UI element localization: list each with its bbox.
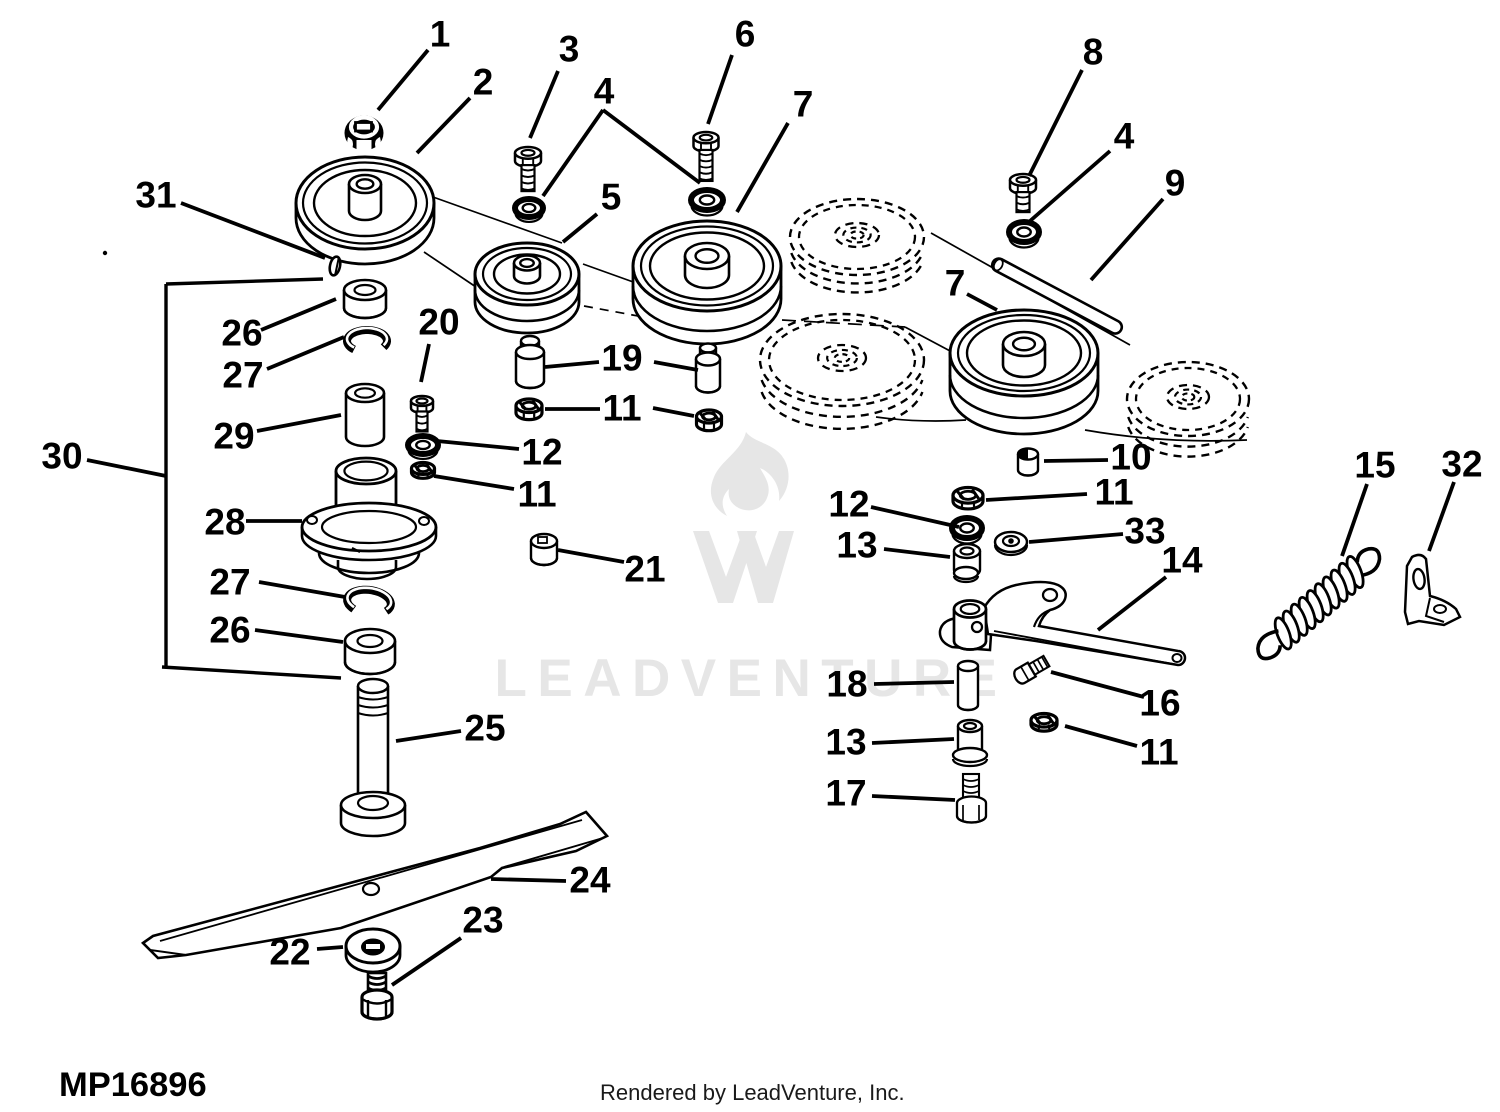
svg-text:27: 27 — [209, 561, 250, 602]
svg-text:13: 13 — [836, 524, 877, 565]
svg-text:11: 11 — [517, 473, 556, 514]
svg-text:23: 23 — [462, 899, 503, 940]
svg-text:33: 33 — [1124, 510, 1165, 551]
svg-text:5: 5 — [601, 176, 622, 217]
svg-text:21: 21 — [624, 548, 665, 589]
svg-text:6: 6 — [735, 13, 756, 54]
svg-text:24: 24 — [569, 859, 611, 900]
svg-text:4: 4 — [594, 70, 615, 111]
svg-text:3: 3 — [559, 28, 580, 69]
svg-text:20: 20 — [418, 301, 459, 342]
svg-text:14: 14 — [1161, 539, 1203, 580]
svg-text:32: 32 — [1441, 443, 1482, 484]
svg-text:16: 16 — [1139, 682, 1180, 723]
svg-text:27: 27 — [222, 354, 263, 395]
svg-text:9: 9 — [1165, 162, 1186, 203]
svg-text:26: 26 — [209, 609, 250, 650]
svg-text:29: 29 — [213, 415, 254, 456]
svg-text:13: 13 — [825, 721, 866, 762]
svg-text:30: 30 — [41, 435, 82, 476]
svg-text:10: 10 — [1110, 436, 1151, 477]
svg-text:LEADVENTURE: LEADVENTURE — [494, 649, 1007, 708]
svg-text:18: 18 — [826, 663, 867, 704]
svg-text:11: 11 — [602, 387, 641, 428]
svg-text:12: 12 — [521, 431, 562, 472]
svg-text:28: 28 — [204, 501, 245, 542]
svg-text:11: 11 — [1139, 731, 1178, 772]
svg-text:Rendered by LeadVenture, Inc.: Rendered by LeadVenture, Inc. — [600, 1080, 905, 1105]
svg-text:22: 22 — [269, 931, 310, 972]
svg-text:8: 8 — [1083, 31, 1104, 72]
svg-text:26: 26 — [221, 312, 262, 353]
svg-text:12: 12 — [828, 483, 869, 524]
svg-text:19: 19 — [601, 337, 642, 378]
svg-text:11: 11 — [1094, 471, 1133, 512]
svg-text:25: 25 — [464, 707, 505, 748]
svg-text:2: 2 — [473, 61, 494, 102]
svg-text:MP16896: MP16896 — [59, 1066, 207, 1104]
svg-text:7: 7 — [945, 262, 966, 303]
svg-text:4: 4 — [1114, 115, 1135, 156]
svg-text:17: 17 — [825, 772, 866, 813]
svg-text:7: 7 — [793, 83, 814, 124]
svg-text:31: 31 — [135, 174, 176, 215]
svg-text:1: 1 — [430, 13, 451, 54]
svg-text:15: 15 — [1354, 444, 1395, 485]
